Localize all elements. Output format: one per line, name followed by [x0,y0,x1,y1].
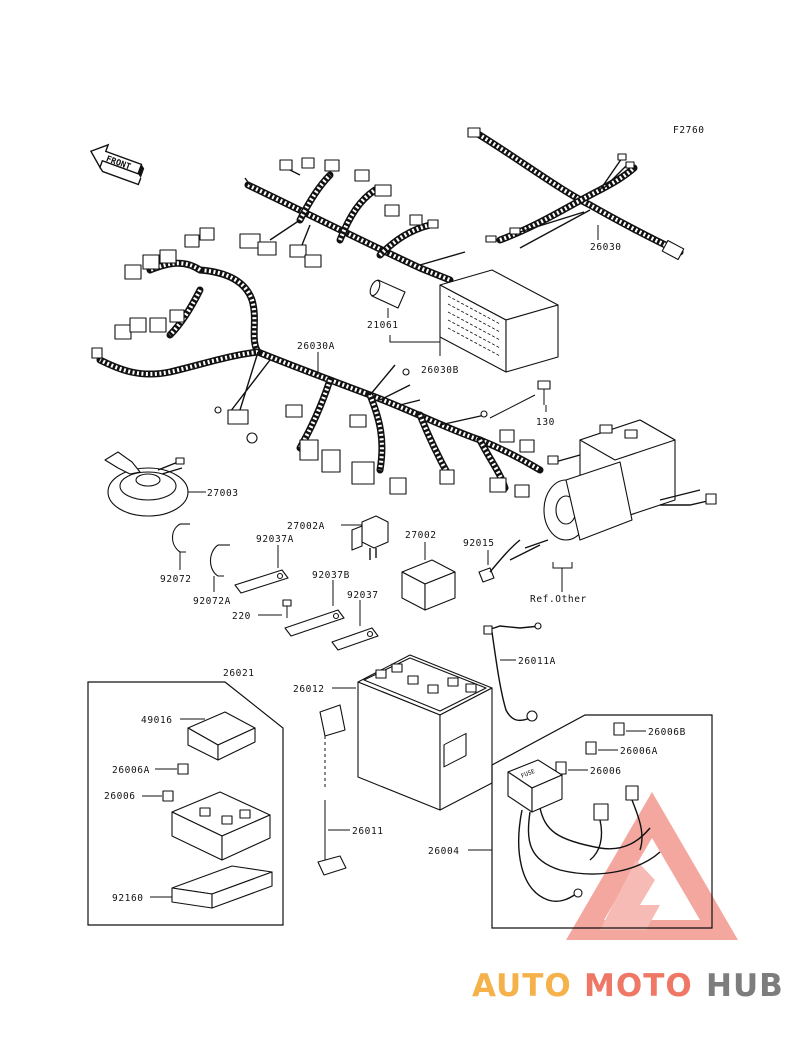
label-27002: 27002 [405,530,437,541]
fuse-26006A-right [585,741,597,755]
label-92037: 92037 [347,590,379,601]
label-26006-left: 26006 [104,791,136,802]
label-26021: 26021 [223,668,255,679]
cable-26011A [483,622,542,722]
frame-26004 [491,714,713,929]
watermark-text: AUTO MOTO HUB [472,968,784,1004]
fuse-26006B [613,722,625,736]
label-26006A-left: 26006A [112,765,150,776]
main-harness-26030A [91,157,544,498]
label-92037A: 92037A [256,534,294,545]
screw-220 [282,599,292,618]
clip-92015 [478,539,521,583]
label-27003: 27003 [207,488,239,499]
label-26011: 26011 [352,826,384,837]
label-26006-right: 26006 [590,766,622,777]
fuse-26006-left [162,790,174,802]
watermark-triangle-icon [566,792,738,940]
label-130: 130 [536,417,555,428]
bolt-130 [537,380,551,405]
label-92160: 92160 [112,893,144,904]
front-label: FRONT [104,154,131,172]
watermark-part3: HUB [706,968,784,1004]
label-21061: 21061 [367,320,399,331]
label-92015: 92015 [463,538,495,549]
relay-27002 [401,559,456,611]
band-92072 [171,523,190,553]
cover-49016 [187,711,256,761]
label-26004: 26004 [428,846,460,857]
label-26006B: 26006B [648,727,686,738]
label-26030B: 26030B [421,365,459,376]
cover-26030B [439,269,559,373]
harness-26030 [467,127,685,261]
fuse-box [171,791,271,861]
label-92037B: 92037B [312,570,350,581]
frame-26021 [87,681,284,926]
strap-92037A [234,569,289,594]
tube-21061 [369,279,406,309]
label-27002A: 27002A [287,521,325,532]
label-26012: 26012 [293,684,325,695]
label-26030: 26030 [590,242,622,253]
battery-26012 [357,654,493,811]
label-220: 220 [232,611,251,622]
label-26011A: 26011A [518,656,556,667]
label-92072: 92072 [160,574,192,585]
watermark-logo [566,792,738,940]
horn-27003 [104,451,189,517]
label-ref-other: Ref.Other [530,594,587,605]
tube-26011 [317,704,347,876]
relay-27002A [351,515,389,560]
label-26030A: 26030A [297,341,335,352]
cover-92160 [171,865,273,909]
front-arrow-icon: FRONT [89,143,145,186]
strap-92037B [284,609,345,637]
watermark-part1: AUTO [472,968,572,1004]
band-92072A [209,544,230,577]
fuse-26006A-left [177,763,189,775]
label-92072A: 92072A [193,596,231,607]
fuse-holder-26004: FUSE [507,759,661,903]
label-49016: 49016 [141,715,173,726]
watermark-part2: MOTO [584,968,693,1004]
strap-92037 [331,627,379,651]
label-26006A-right: 26006A [620,746,658,757]
figure-code: F2760 [673,125,705,136]
abs-unit [509,419,717,561]
